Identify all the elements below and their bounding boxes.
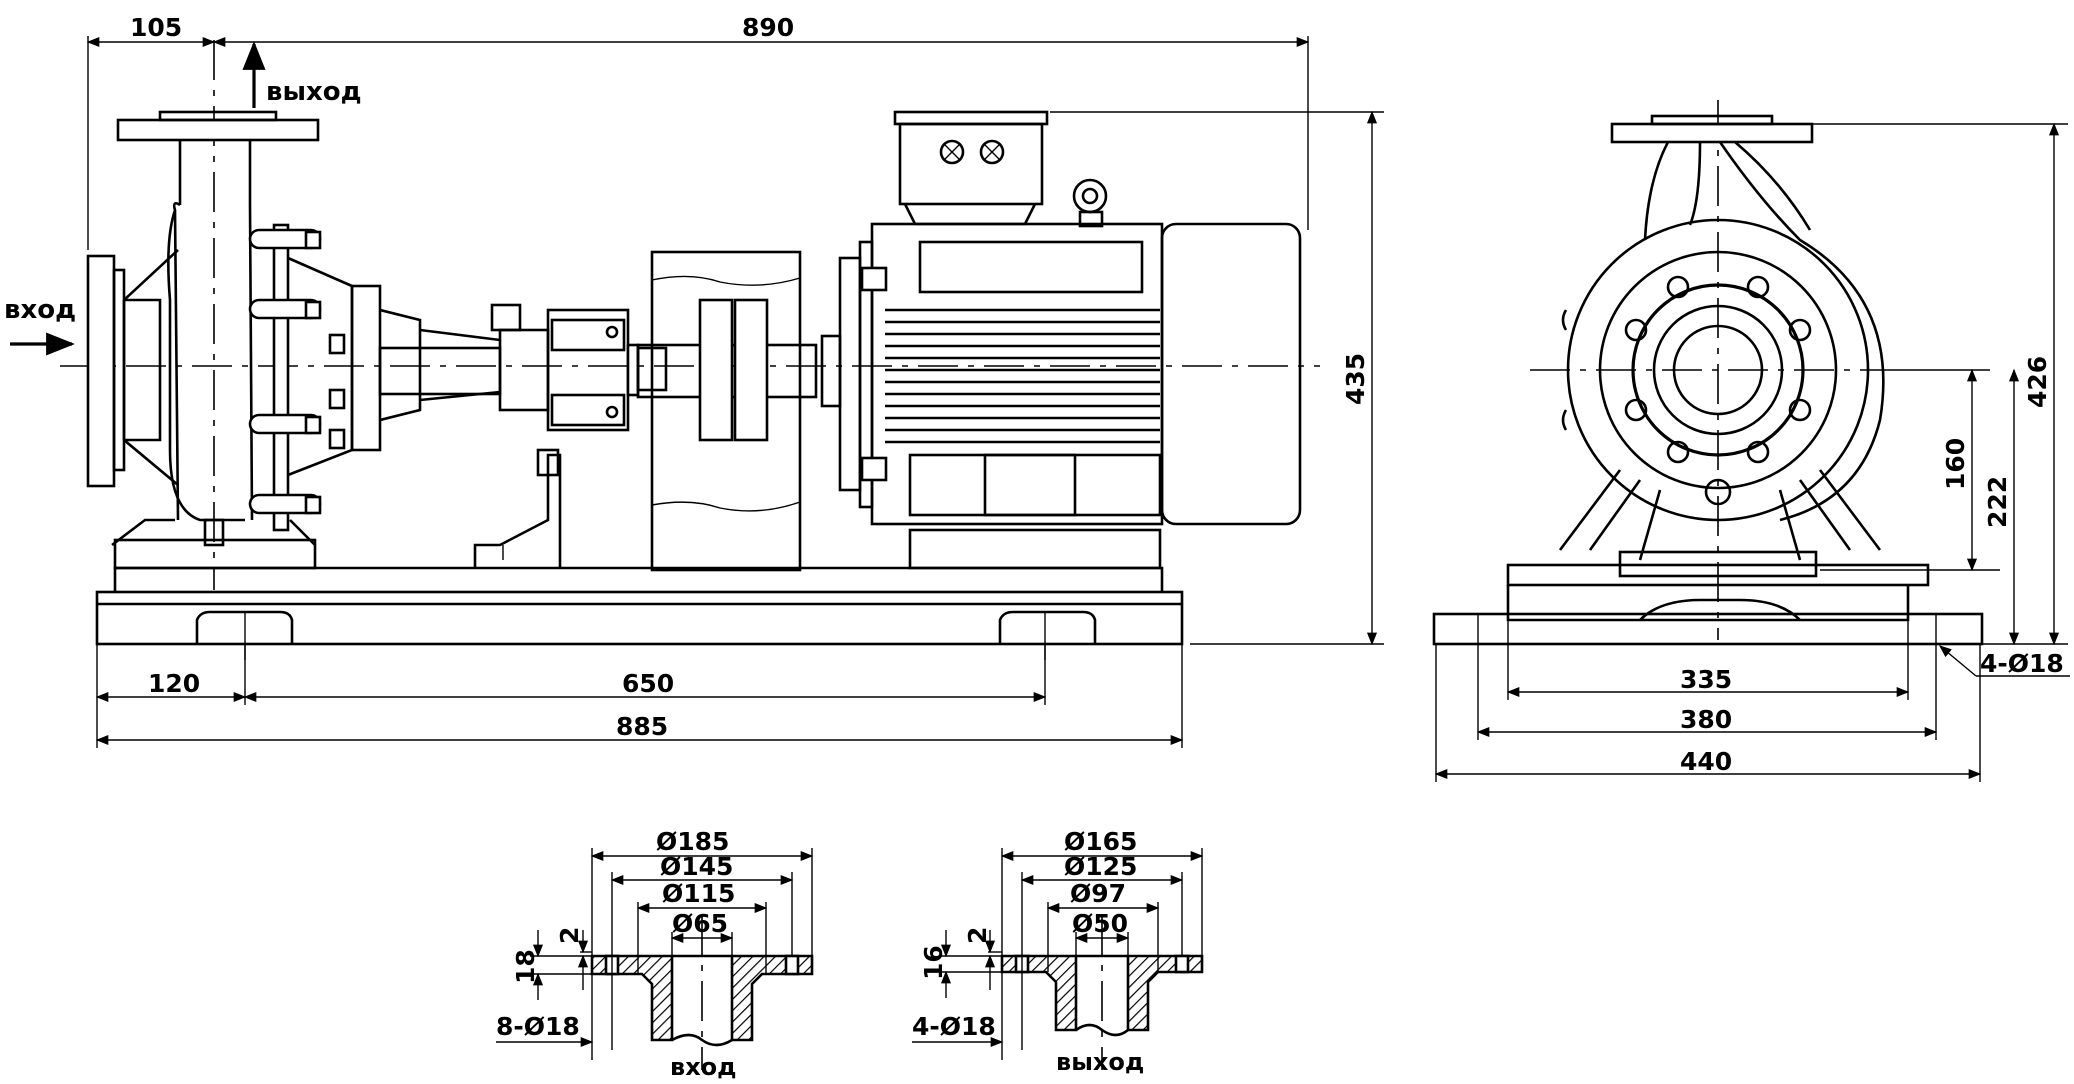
dim-440: 440 bbox=[1680, 747, 1732, 776]
dim-inlet-holes: 8-Ø18 bbox=[496, 1012, 580, 1041]
dim-d185: Ø185 bbox=[656, 827, 729, 856]
dim-650: 650 bbox=[622, 669, 674, 698]
dim-120: 120 bbox=[148, 669, 200, 698]
dim-outlet-holes: 4-Ø18 bbox=[912, 1012, 996, 1041]
dim-426: 426 bbox=[2023, 356, 2052, 408]
outlet-flange-detail: Ø165 Ø125 Ø97 Ø50 16 2 4-Ø18 выход bbox=[912, 827, 1204, 1076]
inlet-flange bbox=[86, 254, 116, 488]
side-view: вход выход 105 890 435 120 650 885 bbox=[4, 13, 1384, 748]
dim-d65: Ø65 bbox=[672, 909, 728, 938]
dim-2-outlet: 2 bbox=[963, 927, 992, 944]
dim-d165: Ø165 bbox=[1064, 827, 1137, 856]
inlet-flange-detail: Ø185 Ø145 Ø115 Ø65 18 2 8-Ø18 вход bbox=[496, 827, 814, 1081]
dim-d125: Ø125 bbox=[1064, 852, 1137, 881]
coupling-guard bbox=[636, 250, 818, 572]
cable-gland-icon bbox=[939, 139, 965, 165]
volute bbox=[1566, 218, 1870, 522]
dim-885: 885 bbox=[616, 712, 668, 741]
dim-d50: Ø50 bbox=[1072, 909, 1128, 938]
dim-2-inlet: 2 bbox=[555, 927, 584, 944]
cable-gland-icon bbox=[979, 139, 1005, 165]
dim-380: 380 bbox=[1680, 705, 1732, 734]
dim-105: 105 bbox=[130, 13, 182, 42]
dim-16: 16 bbox=[919, 945, 948, 980]
outlet-label: выход bbox=[266, 77, 362, 107]
flange-bolt-holes bbox=[1624, 275, 1812, 464]
end-outlet-flange bbox=[1610, 122, 1814, 144]
dim-d115: Ø115 bbox=[662, 879, 735, 908]
motor bbox=[820, 110, 1302, 526]
pump-casing bbox=[86, 110, 668, 568]
cooling-fins bbox=[885, 308, 1160, 444]
base-frame bbox=[95, 528, 1184, 660]
dim-435: 435 bbox=[1341, 353, 1370, 405]
dim-d97: Ø97 bbox=[1070, 879, 1126, 908]
dim-base-holes: 4-Ø18 bbox=[1980, 649, 2064, 678]
dim-18: 18 bbox=[511, 949, 540, 984]
lifting-eye-icon bbox=[1072, 178, 1108, 214]
dim-222: 222 bbox=[1983, 476, 2012, 528]
end-view: 160 222 426 335 380 440 4-Ø18 bbox=[1432, 100, 2070, 782]
dim-160: 160 bbox=[1941, 438, 1970, 490]
outlet-flange-top bbox=[116, 118, 320, 142]
casing-bolts bbox=[248, 228, 322, 515]
dim-335: 335 bbox=[1680, 665, 1732, 694]
inlet-flange-label: вход bbox=[670, 1053, 737, 1081]
outlet-flange-label: выход bbox=[1056, 1048, 1144, 1076]
dim-890: 890 bbox=[742, 13, 794, 42]
inlet-label: вход bbox=[4, 295, 76, 325]
dim-d145: Ø145 bbox=[660, 852, 733, 881]
